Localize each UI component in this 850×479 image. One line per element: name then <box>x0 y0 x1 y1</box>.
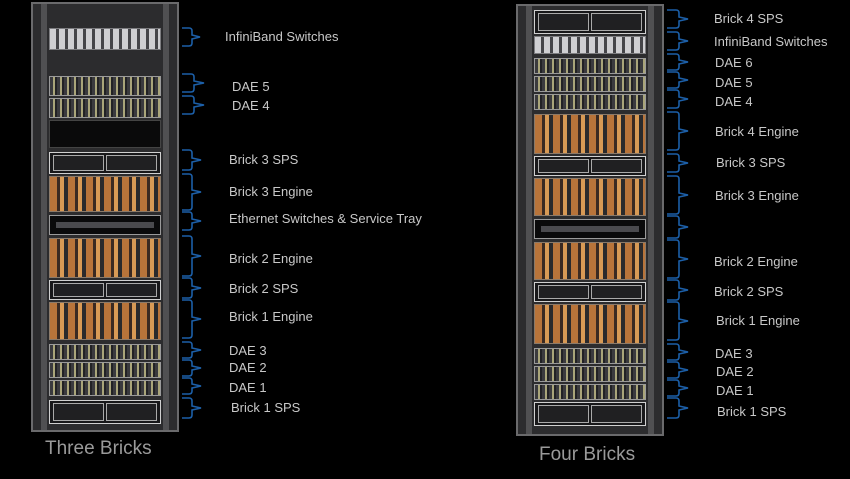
rack-rail-left <box>41 4 47 430</box>
label-dae-3: DAE 3 <box>229 343 267 358</box>
bracket-line <box>182 211 202 231</box>
label-dae-3: DAE 3 <box>715 346 753 361</box>
dae-4-unit <box>534 94 646 110</box>
brick-3-sps-unit <box>534 156 646 176</box>
rack-three-bricks <box>31 2 179 432</box>
label-brick-3-sps: Brick 3 SPS <box>716 155 786 170</box>
bracket-line <box>182 277 202 299</box>
brick-2-engine-unit <box>49 238 161 278</box>
rack-rail-right <box>163 4 169 430</box>
brick-3-engine-unit <box>534 178 646 216</box>
bracket-line <box>182 359 202 377</box>
dae-1-unit <box>534 384 646 400</box>
brick-2-engine-unit <box>534 242 646 280</box>
dae-5-unit <box>49 76 161 96</box>
brick-1-sps-unit <box>534 402 646 426</box>
bracket-line <box>667 215 689 239</box>
dae-2-unit <box>49 362 161 378</box>
label-brick-1-sps: Brick 1 SPS <box>717 404 787 419</box>
label-ethernet-switches-service-tray: Ethernet Switches & Service Tray <box>229 211 422 226</box>
bracket-line <box>667 111 689 151</box>
label-brick-2-sps: Brick 2 SPS <box>229 281 299 296</box>
label-dae-2: DAE 2 <box>716 364 754 379</box>
bracket-line <box>182 173 202 211</box>
bracket-line <box>182 27 201 47</box>
brick-4-sps-unit <box>534 10 646 34</box>
label-brick-1-engine: Brick 1 Engine <box>716 313 800 328</box>
label-brick-1-sps: Brick 1 SPS <box>231 400 301 415</box>
label-dae-1: DAE 1 <box>716 383 754 398</box>
label-dae-1: DAE 1 <box>229 380 267 395</box>
bracket-line <box>182 149 202 171</box>
brick-2-sps-unit <box>49 280 161 300</box>
dae-2-unit <box>534 366 646 382</box>
label-dae-5: DAE 5 <box>232 79 270 94</box>
label-brick-2-engine: Brick 2 Engine <box>714 254 798 269</box>
dae-5-unit <box>534 76 646 92</box>
brick-4-engine-unit <box>534 114 646 154</box>
brick-3-engine-unit <box>49 176 161 212</box>
label-infiniband-switches: InfiniBand Switches <box>714 34 828 49</box>
ethernet-switch-tray-unit <box>49 215 161 235</box>
brick-1-engine-unit <box>534 304 646 344</box>
rack-rail-right <box>648 6 654 434</box>
bracket-line <box>667 31 689 51</box>
rack-title-three-bricks: Three Bricks <box>45 438 152 459</box>
blank-panel <box>49 120 161 148</box>
dae-1-unit <box>49 380 161 396</box>
label-brick-3-engine: Brick 3 Engine <box>715 188 799 203</box>
bracket-line <box>667 343 689 361</box>
label-brick-2-sps: Brick 2 SPS <box>714 284 784 299</box>
brick-3-sps-unit <box>49 152 161 174</box>
bracket-line <box>667 89 689 109</box>
label-brick-1-engine: Brick 1 Engine <box>229 309 313 324</box>
bracket-line <box>667 301 689 341</box>
label-dae-6: DAE 6 <box>715 55 753 70</box>
ethernet-switch-tray-unit <box>534 219 646 239</box>
bracket-line <box>667 361 689 379</box>
brick-1-engine-unit <box>49 302 161 340</box>
rack-four-bricks <box>516 4 664 436</box>
label-brick-4-engine: Brick 4 Engine <box>715 124 799 139</box>
brick-1-sps-unit <box>49 400 161 424</box>
label-brick-2-engine: Brick 2 Engine <box>229 251 313 266</box>
bracket-line <box>667 153 689 173</box>
bracket-line <box>667 9 689 29</box>
dae-3-unit <box>534 348 646 364</box>
bracket-line <box>667 379 689 397</box>
bracket-line <box>667 71 689 89</box>
bracket-line <box>182 95 205 115</box>
bracket-line <box>182 299 202 339</box>
bracket-line <box>667 53 689 71</box>
dae-6-unit <box>534 58 646 74</box>
label-infiniband-switches: InfiniBand Switches <box>225 29 339 44</box>
label-dae-5: DAE 5 <box>715 75 753 90</box>
infiniband-switch-unit <box>534 36 646 54</box>
label-brick-3-engine: Brick 3 Engine <box>229 184 313 199</box>
brick-2-sps-unit <box>534 282 646 302</box>
rack-title-four-bricks: Four Bricks <box>539 444 636 465</box>
dae-3-unit <box>49 344 161 360</box>
bracket-line <box>182 397 202 419</box>
rack-rail-left <box>526 6 532 434</box>
bracket-line <box>667 279 689 301</box>
bracket-line <box>667 175 689 215</box>
bracket-line <box>667 397 689 419</box>
label-dae-4: DAE 4 <box>715 94 753 109</box>
bracket-line <box>182 377 202 395</box>
label-brick-4-sps: Brick 4 SPS <box>714 11 784 26</box>
dae-4-unit <box>49 98 161 118</box>
bracket-line <box>182 341 202 359</box>
label-brick-3-sps: Brick 3 SPS <box>229 152 299 167</box>
infiniband-switch-unit <box>49 28 161 50</box>
label-dae-4: DAE 4 <box>232 98 270 113</box>
bracket-line <box>667 239 689 279</box>
label-dae-2: DAE 2 <box>229 360 267 375</box>
bracket-line <box>182 235 202 277</box>
bracket-line <box>182 73 205 93</box>
